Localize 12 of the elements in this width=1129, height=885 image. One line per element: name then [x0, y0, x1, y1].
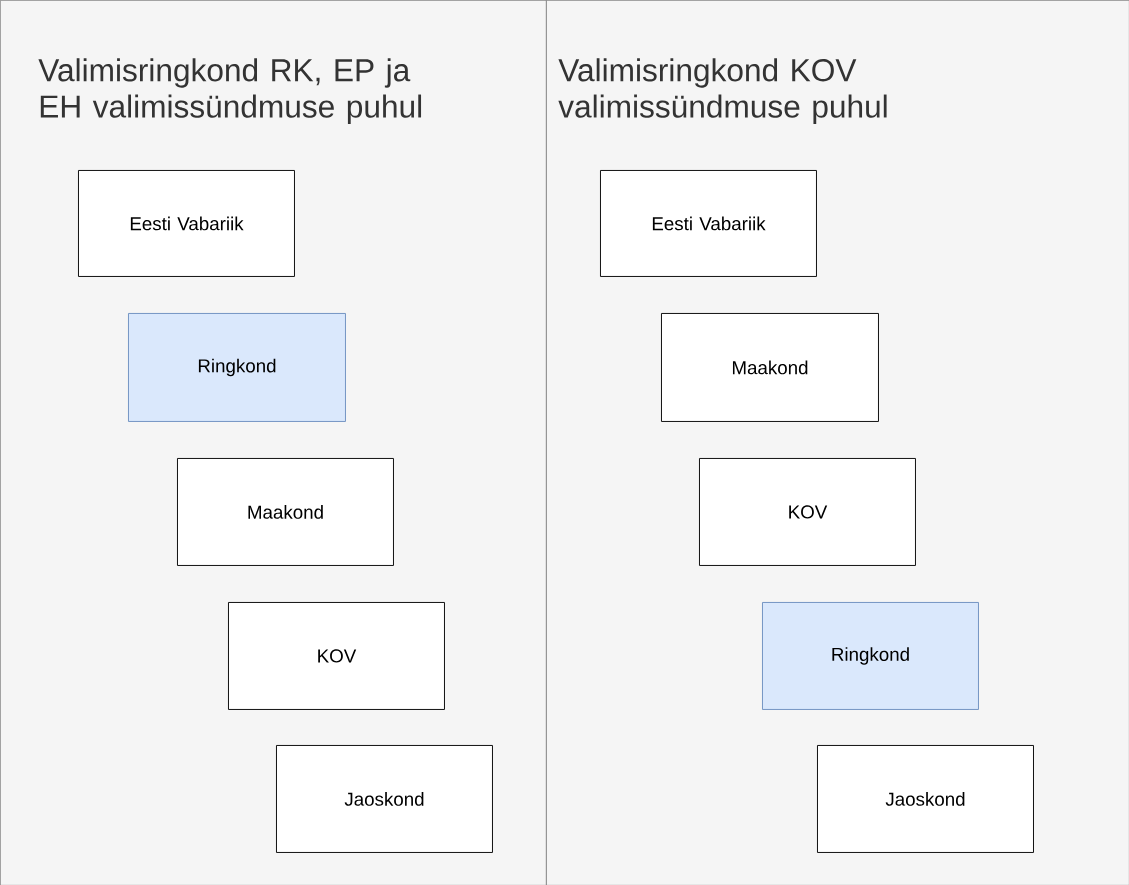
- box: Eesti Vabariik: [78, 170, 295, 277]
- box: KOV: [228, 602, 445, 710]
- box: Maakond: [177, 458, 394, 566]
- box: Jaoskond: [276, 745, 493, 853]
- panel-heading: Valimisringkond KOV valimissündmuse puhul: [558, 58, 887, 124]
- panel-heading: Valimisringkond RK, EP ja EH valimissündmuse puhul: [38, 58, 422, 124]
- box: Ringkond: [128, 313, 346, 422]
- box: Maakond: [661, 313, 879, 422]
- box: KOV: [699, 458, 916, 566]
- box: Jaoskond: [817, 745, 1034, 853]
- box: Eesti Vabariik: [600, 170, 817, 277]
- box: Ringkond: [762, 602, 979, 710]
